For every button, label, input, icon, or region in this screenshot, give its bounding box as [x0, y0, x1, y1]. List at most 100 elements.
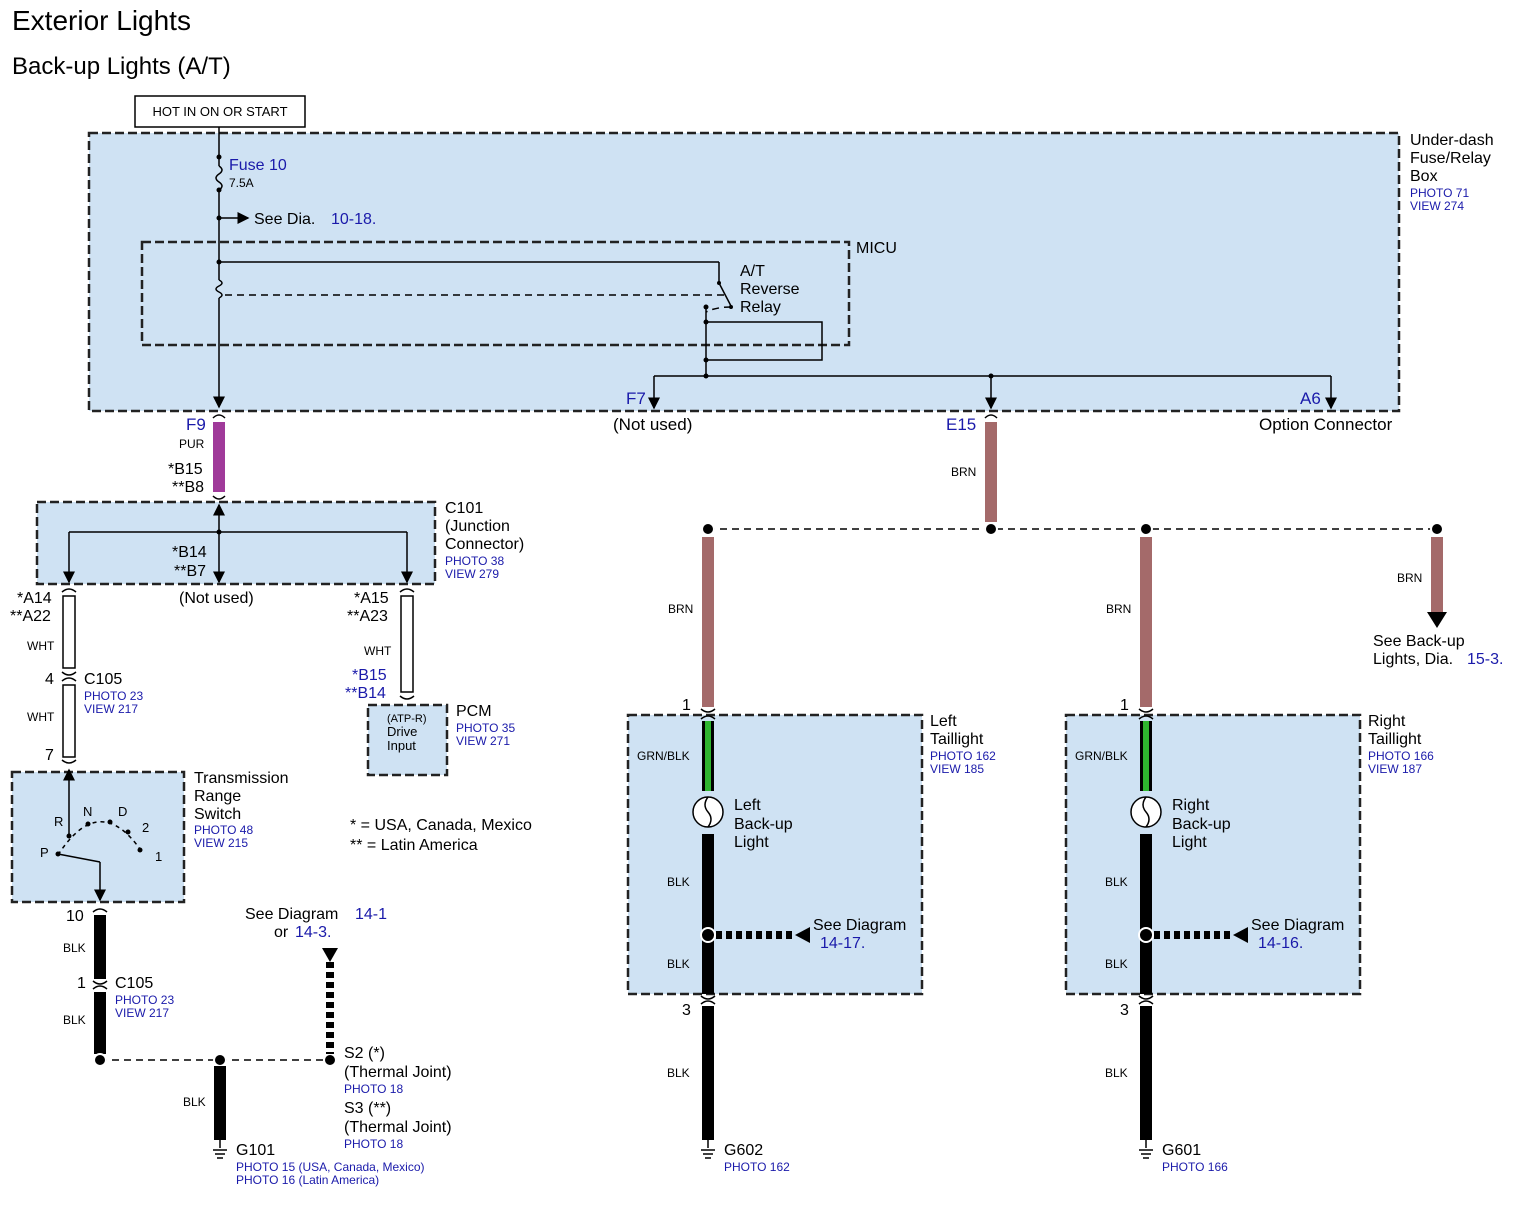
relay-switch-icon [718, 282, 732, 307]
c101-junction-connector [35, 500, 437, 586]
right-taillight [1064, 713, 1362, 996]
micu-label: MICU [856, 240, 897, 257]
s2-photo: PHOTO 18 [344, 1082, 403, 1096]
g601-photo: PHOTO 166 [1162, 1160, 1228, 1174]
c101-pin-b8: **B8 [172, 479, 204, 496]
arrow-down-icon [1427, 612, 1447, 628]
pcm-box [366, 703, 449, 777]
c101-pin-b14: *B14 [172, 544, 207, 561]
left-bulb-3: Light [734, 834, 769, 851]
trs-pos-d: D [118, 804, 127, 819]
power-label-box [134, 95, 306, 128]
right-tail-label-2: Taillight [1368, 731, 1422, 748]
wire-blk-trs-label: BLK [63, 941, 86, 955]
wire-wht-pcm [400, 595, 414, 693]
g602-photo: PHOTO 162 [724, 1160, 790, 1174]
c101-desc-1: (Junction [445, 518, 510, 535]
wire-wht-pcm-label: WHT [364, 644, 392, 658]
g101-photo-2: PHOTO 16 (Latin America) [236, 1173, 379, 1187]
relay-label-1: A/T [740, 263, 765, 280]
fuse-relay-box [87, 131, 1401, 413]
wire-blk-g601 [1140, 1006, 1152, 1140]
left-tail-label-1: Left [930, 713, 957, 730]
c101-pin-a23: **A23 [347, 608, 388, 625]
c105-bot-pin1: 1 [77, 975, 86, 992]
wire-blk-g602 [702, 1006, 714, 1140]
see-backup-ref[interactable]: 15-3. [1467, 651, 1503, 668]
splice-s2 [323, 1053, 337, 1067]
wire-wht-b [62, 684, 76, 758]
pcm-photo: PHOTO 35 [456, 721, 515, 735]
wire-blk-right-label-2: BLK [1105, 957, 1128, 971]
c101-not-used: (Not used) [179, 590, 254, 607]
ground-icon-g101 [213, 1149, 227, 1159]
s3-desc: (Thermal Joint) [344, 1119, 452, 1136]
arrow-left-icon [795, 927, 810, 943]
wire-blk-g101-label: BLK [183, 1095, 206, 1109]
left-taillight [626, 713, 924, 996]
c105-top-pin7: 7 [45, 747, 54, 764]
right-tail-view: VIEW 187 [1368, 762, 1422, 776]
wire-brn-right [1140, 537, 1152, 707]
transmission-range-switch [10, 770, 186, 904]
fusebox-label-3: Box [1410, 168, 1438, 185]
g101-photo-1: PHOTO 15 (USA, Canada, Mexico) [236, 1160, 425, 1174]
fuse-rating: 7.5A [229, 176, 254, 190]
wire-brn-right-label: BRN [1106, 602, 1131, 616]
power-label: HOT IN ON OR START [152, 104, 287, 119]
wire-brn-left-label: BRN [668, 602, 693, 616]
trs-label-3: Switch [194, 806, 241, 823]
relay-label-2: Reverse [740, 281, 800, 298]
c105-top-photo: PHOTO 23 [84, 689, 143, 703]
s3-name: S3 (**) [344, 1100, 391, 1117]
pin-a6: A6 [1300, 389, 1321, 408]
arrow-down-icon [322, 948, 338, 962]
c101-pin-b15: *B15 [168, 461, 203, 478]
pin-f7: F7 [626, 389, 646, 408]
wire-blk-g101 [214, 1066, 226, 1140]
legend-star: * = USA, Canada, Mexico [350, 817, 532, 834]
c105-bot-photo: PHOTO 23 [115, 993, 174, 1007]
wire-grnblk-left-label: GRN/BLK [637, 749, 690, 763]
wire-wht-a [62, 595, 76, 669]
option-connector: Option Connector [1259, 415, 1393, 434]
wire-brn-see-backup [1431, 537, 1443, 615]
left-pin1: 1 [682, 697, 691, 714]
page-title: Exterior Lights [12, 5, 191, 36]
c101-desc-2: Connector) [445, 536, 524, 553]
fusebox-label-2: Fuse/Relay [1410, 150, 1491, 167]
fusebox-view: VIEW 274 [1410, 199, 1464, 213]
wire-blk-right-inner [1140, 834, 1152, 994]
relay-label-3: Relay [740, 299, 781, 316]
see-backup-2: Lights, Dia. [1373, 651, 1453, 668]
left-tail-label-2: Taillight [930, 731, 984, 748]
right-tail-photo: PHOTO 166 [1368, 749, 1434, 763]
g601-name: G601 [1162, 1142, 1201, 1159]
wire-blk-g601-label: BLK [1105, 1066, 1128, 1080]
legend-dstar: ** = Latin America [350, 837, 478, 854]
wire-brn-see-backup-label: BRN [1397, 571, 1422, 585]
wire-blk-c105 [94, 992, 106, 1054]
left-tail-photo: PHOTO 162 [930, 749, 996, 763]
wire-blk-g602-label: BLK [667, 1066, 690, 1080]
see-backup-1: See Back-up [1373, 633, 1465, 650]
trs-view: VIEW 215 [194, 836, 248, 850]
c101-name: C101 [445, 500, 483, 517]
pcm-input-2: Drive [387, 724, 417, 739]
trs-pos-r: R [54, 814, 63, 829]
left-see-ref[interactable]: 14-17. [820, 935, 865, 952]
right-bulb-2: Back-up [1172, 816, 1231, 833]
c101-pin-a14: *A14 [17, 590, 52, 607]
c101-view: VIEW 279 [445, 567, 499, 581]
see-diag-s-ref2[interactable]: 14-3. [295, 924, 331, 941]
see-diag-s-ref1[interactable]: 14-1 [355, 906, 387, 923]
see-dia-link[interactable]: 10-18. [331, 211, 376, 228]
right-see-ref[interactable]: 14-16. [1258, 935, 1303, 952]
trs-pos-p: P [40, 845, 49, 860]
wire-wht-b-label: WHT [27, 710, 55, 724]
right-bulb-1: Right [1172, 797, 1210, 814]
fusebox-label-1: Under-dash [1410, 132, 1494, 149]
see-diag-s-pre: See Diagram [245, 906, 338, 923]
wire-brn-left [702, 537, 714, 707]
splice-left [93, 1053, 107, 1067]
